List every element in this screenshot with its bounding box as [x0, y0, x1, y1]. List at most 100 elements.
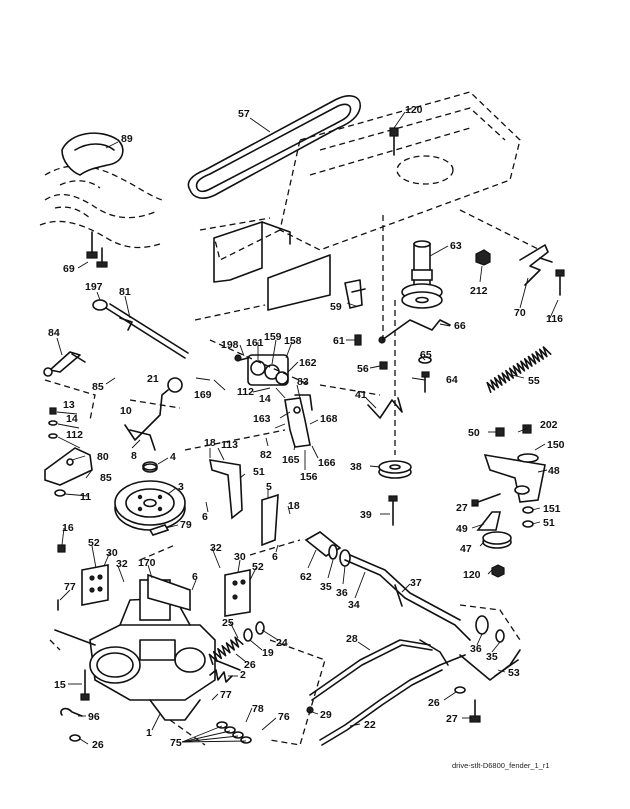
callout-56: 56	[357, 363, 369, 375]
callout-30: 30	[234, 551, 246, 563]
callout-85: 85	[92, 381, 104, 393]
reference-code: drive-stlt-D6800_fender_1_r1	[452, 761, 550, 770]
rod-22	[319, 654, 466, 746]
callout-112: 112	[66, 429, 83, 441]
callout-26: 26	[244, 659, 256, 671]
callout-16: 16	[62, 522, 74, 534]
drive-belt-57	[187, 95, 361, 199]
bolt-116	[555, 269, 565, 296]
callout-39: 39	[360, 509, 372, 521]
bolt-56	[379, 361, 388, 370]
callout-165: 165	[282, 454, 300, 466]
callout-96: 96	[88, 711, 100, 723]
bolt-27-bottom	[469, 699, 481, 723]
bolt-27-right	[471, 493, 501, 507]
callout-51: 51	[543, 517, 555, 529]
pulley-47	[482, 531, 512, 549]
rod-28	[309, 639, 449, 701]
callout-151: 151	[543, 503, 561, 515]
callout-62: 62	[300, 571, 312, 583]
callout-47: 47	[460, 543, 472, 555]
callout-168: 168	[320, 413, 338, 425]
callout-29: 29	[320, 709, 332, 721]
callout-59: 59	[330, 301, 342, 313]
bolt-202	[522, 424, 532, 434]
bolt-16	[57, 544, 66, 553]
bracket-49	[476, 511, 501, 531]
callout-75: 75	[170, 737, 182, 749]
callout-34: 34	[348, 599, 360, 611]
bolt-39	[388, 495, 398, 526]
fender-outline	[39, 165, 163, 249]
callout-15: 15	[54, 679, 66, 691]
bolt-13-14-112	[48, 407, 58, 439]
callout-77: 77	[64, 581, 76, 593]
callout-36: 36	[470, 643, 482, 655]
washer-26-right	[454, 686, 466, 694]
bracket-59	[344, 279, 366, 309]
callout-35: 35	[320, 581, 332, 593]
bracket-30-right	[224, 569, 251, 617]
brake-assembly	[234, 354, 289, 386]
callout-198: 198	[221, 339, 239, 351]
callout-81: 81	[119, 286, 131, 298]
callout-26: 26	[92, 739, 104, 751]
callout-161: 161	[246, 337, 264, 349]
callout-158: 158	[284, 335, 302, 347]
nut-212	[475, 249, 491, 266]
callout-52: 52	[252, 561, 264, 573]
callout-6: 6	[192, 571, 198, 583]
callout-38: 38	[350, 461, 362, 473]
washer-35-right	[495, 629, 505, 643]
callout-37: 37	[410, 577, 422, 589]
callout-163: 163	[253, 413, 271, 425]
lever-84	[43, 351, 86, 377]
callout-64: 64	[446, 374, 458, 386]
callout-26: 26	[428, 697, 440, 709]
callout-170: 170	[138, 557, 156, 569]
callout-116: 116	[546, 313, 563, 325]
washer-36-top	[339, 549, 351, 567]
callout-35: 35	[486, 651, 498, 663]
callout-28: 28	[346, 633, 358, 645]
callout-41: 41	[355, 389, 367, 401]
bracket-48	[483, 453, 546, 503]
callout-14: 14	[66, 413, 78, 425]
rod-53	[459, 649, 521, 681]
bolt-69	[86, 231, 108, 268]
callout-30: 30	[106, 547, 118, 559]
callout-19: 19	[262, 647, 274, 659]
callout-21: 21	[147, 373, 159, 385]
rod-81	[92, 299, 189, 359]
bracket-80	[44, 447, 93, 486]
washer-24	[255, 621, 265, 635]
callout-48: 48	[548, 465, 560, 477]
spring-55	[486, 346, 552, 393]
knob-21	[167, 377, 183, 393]
callout-24: 24	[276, 637, 288, 649]
callout-202: 202	[540, 419, 558, 431]
washer-35-top	[328, 544, 338, 560]
callout-69: 69	[63, 263, 75, 275]
callout-159: 159	[264, 331, 282, 343]
callout-52: 52	[88, 537, 100, 549]
pulley-63	[401, 240, 443, 309]
callout-4: 4	[170, 451, 176, 463]
bracket-165	[284, 394, 313, 448]
callout-166: 166	[318, 457, 336, 469]
callout-51: 51	[253, 466, 265, 478]
callout-70: 70	[514, 307, 526, 319]
pin-96	[60, 707, 83, 717]
callout-6: 6	[202, 511, 208, 523]
washer-11	[54, 489, 66, 497]
callout-18: 18	[288, 500, 300, 512]
idler-pulley-38	[378, 460, 412, 479]
callout-80: 80	[97, 451, 109, 463]
callout-83: 83	[297, 376, 309, 388]
shaft-37	[344, 554, 471, 641]
bolt-64	[421, 371, 430, 393]
frame-rail	[199, 91, 541, 261]
ring-4	[142, 461, 158, 473]
callout-113: 113	[221, 439, 238, 451]
